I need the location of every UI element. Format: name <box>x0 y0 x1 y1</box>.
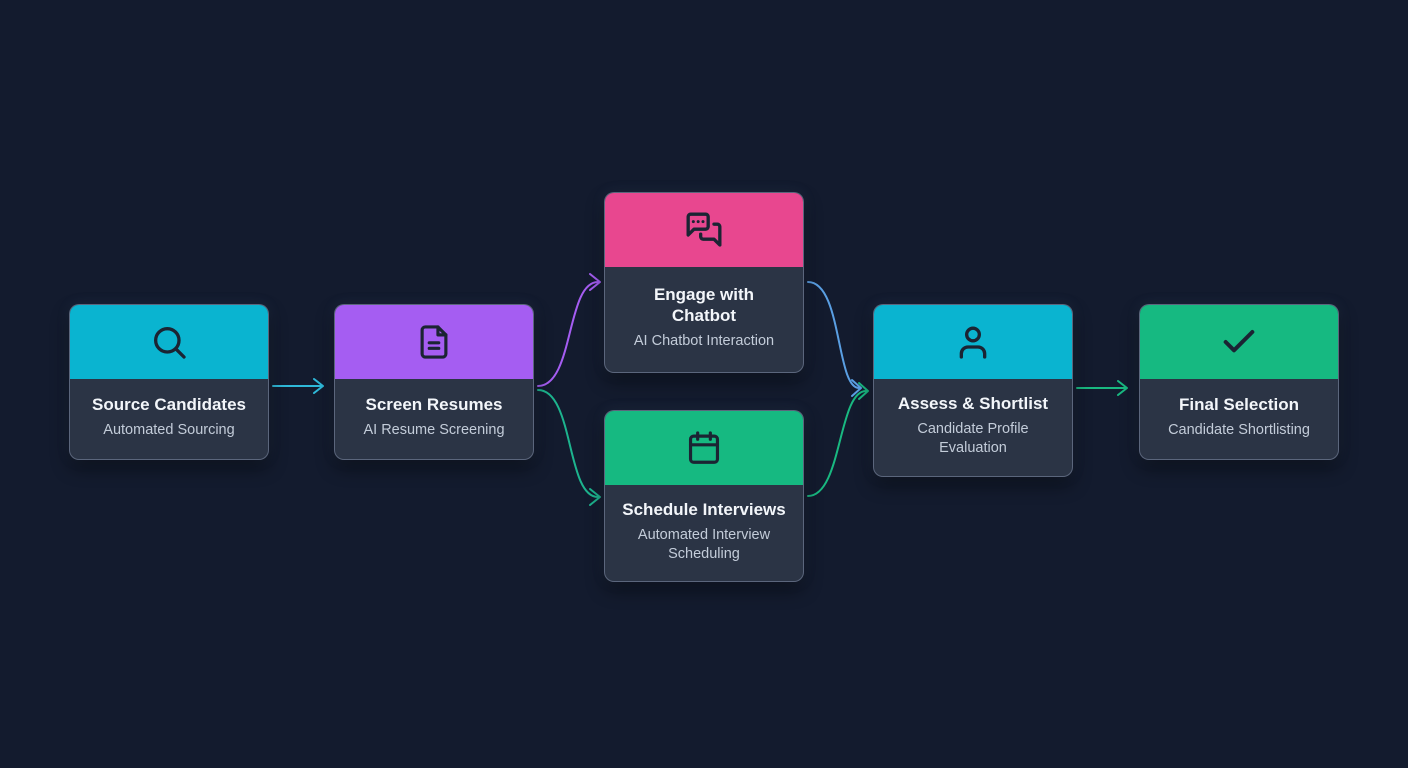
node-body: Source Candidates Automated Sourcing <box>70 379 268 459</box>
user-icon <box>953 322 993 362</box>
edge-chatbot-to-assess <box>807 281 862 397</box>
node-subtitle: Candidate Profile Evaluation <box>917 421 1029 457</box>
node-subtitle: Candidate Shortlisting <box>1168 422 1310 439</box>
node-title: Source Candidates <box>92 394 246 414</box>
edge-source-to-screen <box>272 378 324 394</box>
chat-icon <box>684 210 724 250</box>
node-body: Engage with Chatbot AI Chatbot Interacti… <box>605 267 803 372</box>
search-icon <box>149 322 189 362</box>
node-header <box>1140 305 1338 379</box>
node-header <box>70 305 268 379</box>
node-subtitle: AI Resume Screening <box>363 422 505 439</box>
flow-node-screen-resumes: Screen Resumes AI Resume Screening <box>334 304 534 460</box>
edge-screen-to-schedule <box>537 389 601 506</box>
edge-screen-to-chatbot <box>537 273 601 387</box>
edge-schedule-to-assess <box>807 382 869 497</box>
node-title: Final Selection <box>1179 394 1299 414</box>
flow-node-engage-with-chatbot: Engage with Chatbot AI Chatbot Interacti… <box>604 192 804 373</box>
flow-node-source-candidates: Source Candidates Automated Sourcing <box>69 304 269 460</box>
node-body: Final Selection Candidate Shortlisting <box>1140 379 1338 459</box>
file-text-icon <box>415 323 453 361</box>
node-title: Assess & Shortlist <box>897 394 1049 414</box>
node-body: Screen Resumes AI Resume Screening <box>335 379 533 459</box>
node-header <box>605 411 803 485</box>
node-title: Screen Resumes <box>365 394 503 414</box>
node-subtitle: AI Chatbot Interaction <box>633 333 775 350</box>
edge-assess-to-final <box>1076 380 1128 396</box>
node-header <box>335 305 533 379</box>
node-body: Assess & Shortlist Candidate Profile Eva… <box>874 379 1072 476</box>
node-header <box>605 193 803 267</box>
flow-node-schedule-interviews: Schedule Interviews Automated Interview … <box>604 410 804 582</box>
node-subtitle: Automated Interview Scheduling <box>637 526 771 562</box>
flow-node-final-selection: Final Selection Candidate Shortlisting <box>1139 304 1339 460</box>
node-title: Schedule Interviews <box>622 499 786 519</box>
node-subtitle: Automated Sourcing <box>103 422 235 439</box>
node-header <box>874 305 1072 379</box>
flow-node-assess-shortlist: Assess & Shortlist Candidate Profile Eva… <box>873 304 1073 477</box>
node-title: Engage with Chatbot <box>653 284 755 326</box>
check-icon <box>1219 322 1259 362</box>
node-body: Schedule Interviews Automated Interview … <box>605 485 803 581</box>
calendar-icon <box>685 429 723 467</box>
